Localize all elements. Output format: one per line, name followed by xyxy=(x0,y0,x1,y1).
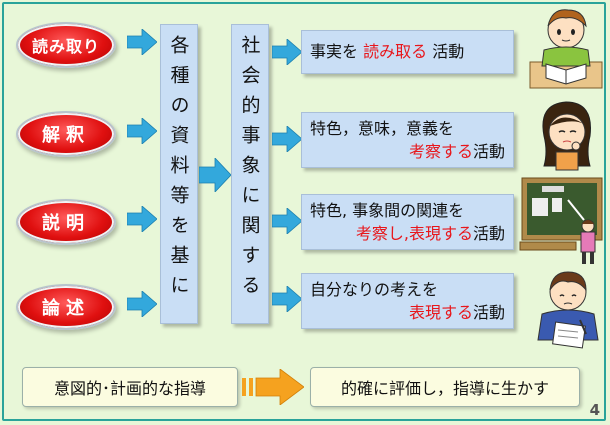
arrow-right-icon xyxy=(199,158,231,192)
skill-label: 論述 xyxy=(42,298,90,319)
arrow-right-icon xyxy=(272,126,302,152)
thinking-student-icon xyxy=(532,96,602,176)
basis-box: 各種の資料等を基に xyxy=(160,24,198,324)
skill-oval-explanation: 説明 xyxy=(16,199,116,245)
activity-text: 自分なりの考えを xyxy=(310,280,439,299)
activity-text: 特色, 事象間の関連を xyxy=(310,201,465,220)
social-phenomena-box: 社会的事象に関する xyxy=(231,24,269,324)
writing-student-icon xyxy=(528,268,606,356)
activity-text: 特色，意味，意義を xyxy=(310,119,455,138)
arrow-right-icon xyxy=(127,206,157,232)
activity-box-argument: 自分なりの考えを 表現する活動 xyxy=(301,273,514,329)
page-number: 4 xyxy=(589,401,600,419)
activity-box-interpretation: 特色，意味，意義を 考察する活動 xyxy=(301,112,514,168)
skill-oval-argument: 論述 xyxy=(16,284,116,330)
orange-arrow-right-icon xyxy=(242,369,304,405)
activity-box-reading: 事実を 読み取る 活動 xyxy=(301,30,514,74)
evaluation-box: 的確に評価し，指導に生かす xyxy=(310,367,580,407)
skill-oval-interpretation: 解釈 xyxy=(16,111,116,157)
arrow-right-icon xyxy=(127,118,157,144)
skill-oval-reading: 読み取り xyxy=(16,22,116,68)
skill-label: 読み取り xyxy=(31,37,100,56)
arrow-right-icon xyxy=(272,286,302,312)
activity-text: 事実を xyxy=(310,42,364,61)
activity-highlight: 考察し,表現する xyxy=(355,224,473,243)
activity-suffix: 活動 xyxy=(472,142,505,161)
social-text: 社会的事象に関する xyxy=(238,35,261,305)
activity-highlight: 考察する xyxy=(408,142,473,161)
activity-highlight: 読み取る xyxy=(363,42,428,61)
activity-highlight: 表現する xyxy=(408,303,473,322)
activity-suffix: 活動 xyxy=(427,42,465,61)
arrow-right-icon xyxy=(272,39,302,65)
activity-box-explanation: 特色, 事象間の関連を 考察し,表現する活動 xyxy=(301,194,514,250)
activity-suffix: 活動 xyxy=(472,303,505,322)
teacher-at-board-icon xyxy=(518,176,606,270)
skill-label: 説明 xyxy=(42,213,90,234)
guidance-box: 意図的･計画的な指導 xyxy=(22,367,238,407)
arrow-right-icon xyxy=(127,291,157,317)
slide-frame xyxy=(2,2,606,421)
guidance-text: 意図的･計画的な指導 xyxy=(53,379,206,398)
activity-suffix: 活動 xyxy=(472,224,505,243)
arrow-right-icon xyxy=(127,29,157,55)
basis-text: 各種の資料等を基に xyxy=(167,35,190,305)
skill-label: 解釈 xyxy=(42,125,90,146)
reading-student-icon xyxy=(528,4,604,94)
arrow-right-icon xyxy=(272,208,302,234)
evaluation-text: 的確に評価し，指導に生かす xyxy=(340,379,549,398)
